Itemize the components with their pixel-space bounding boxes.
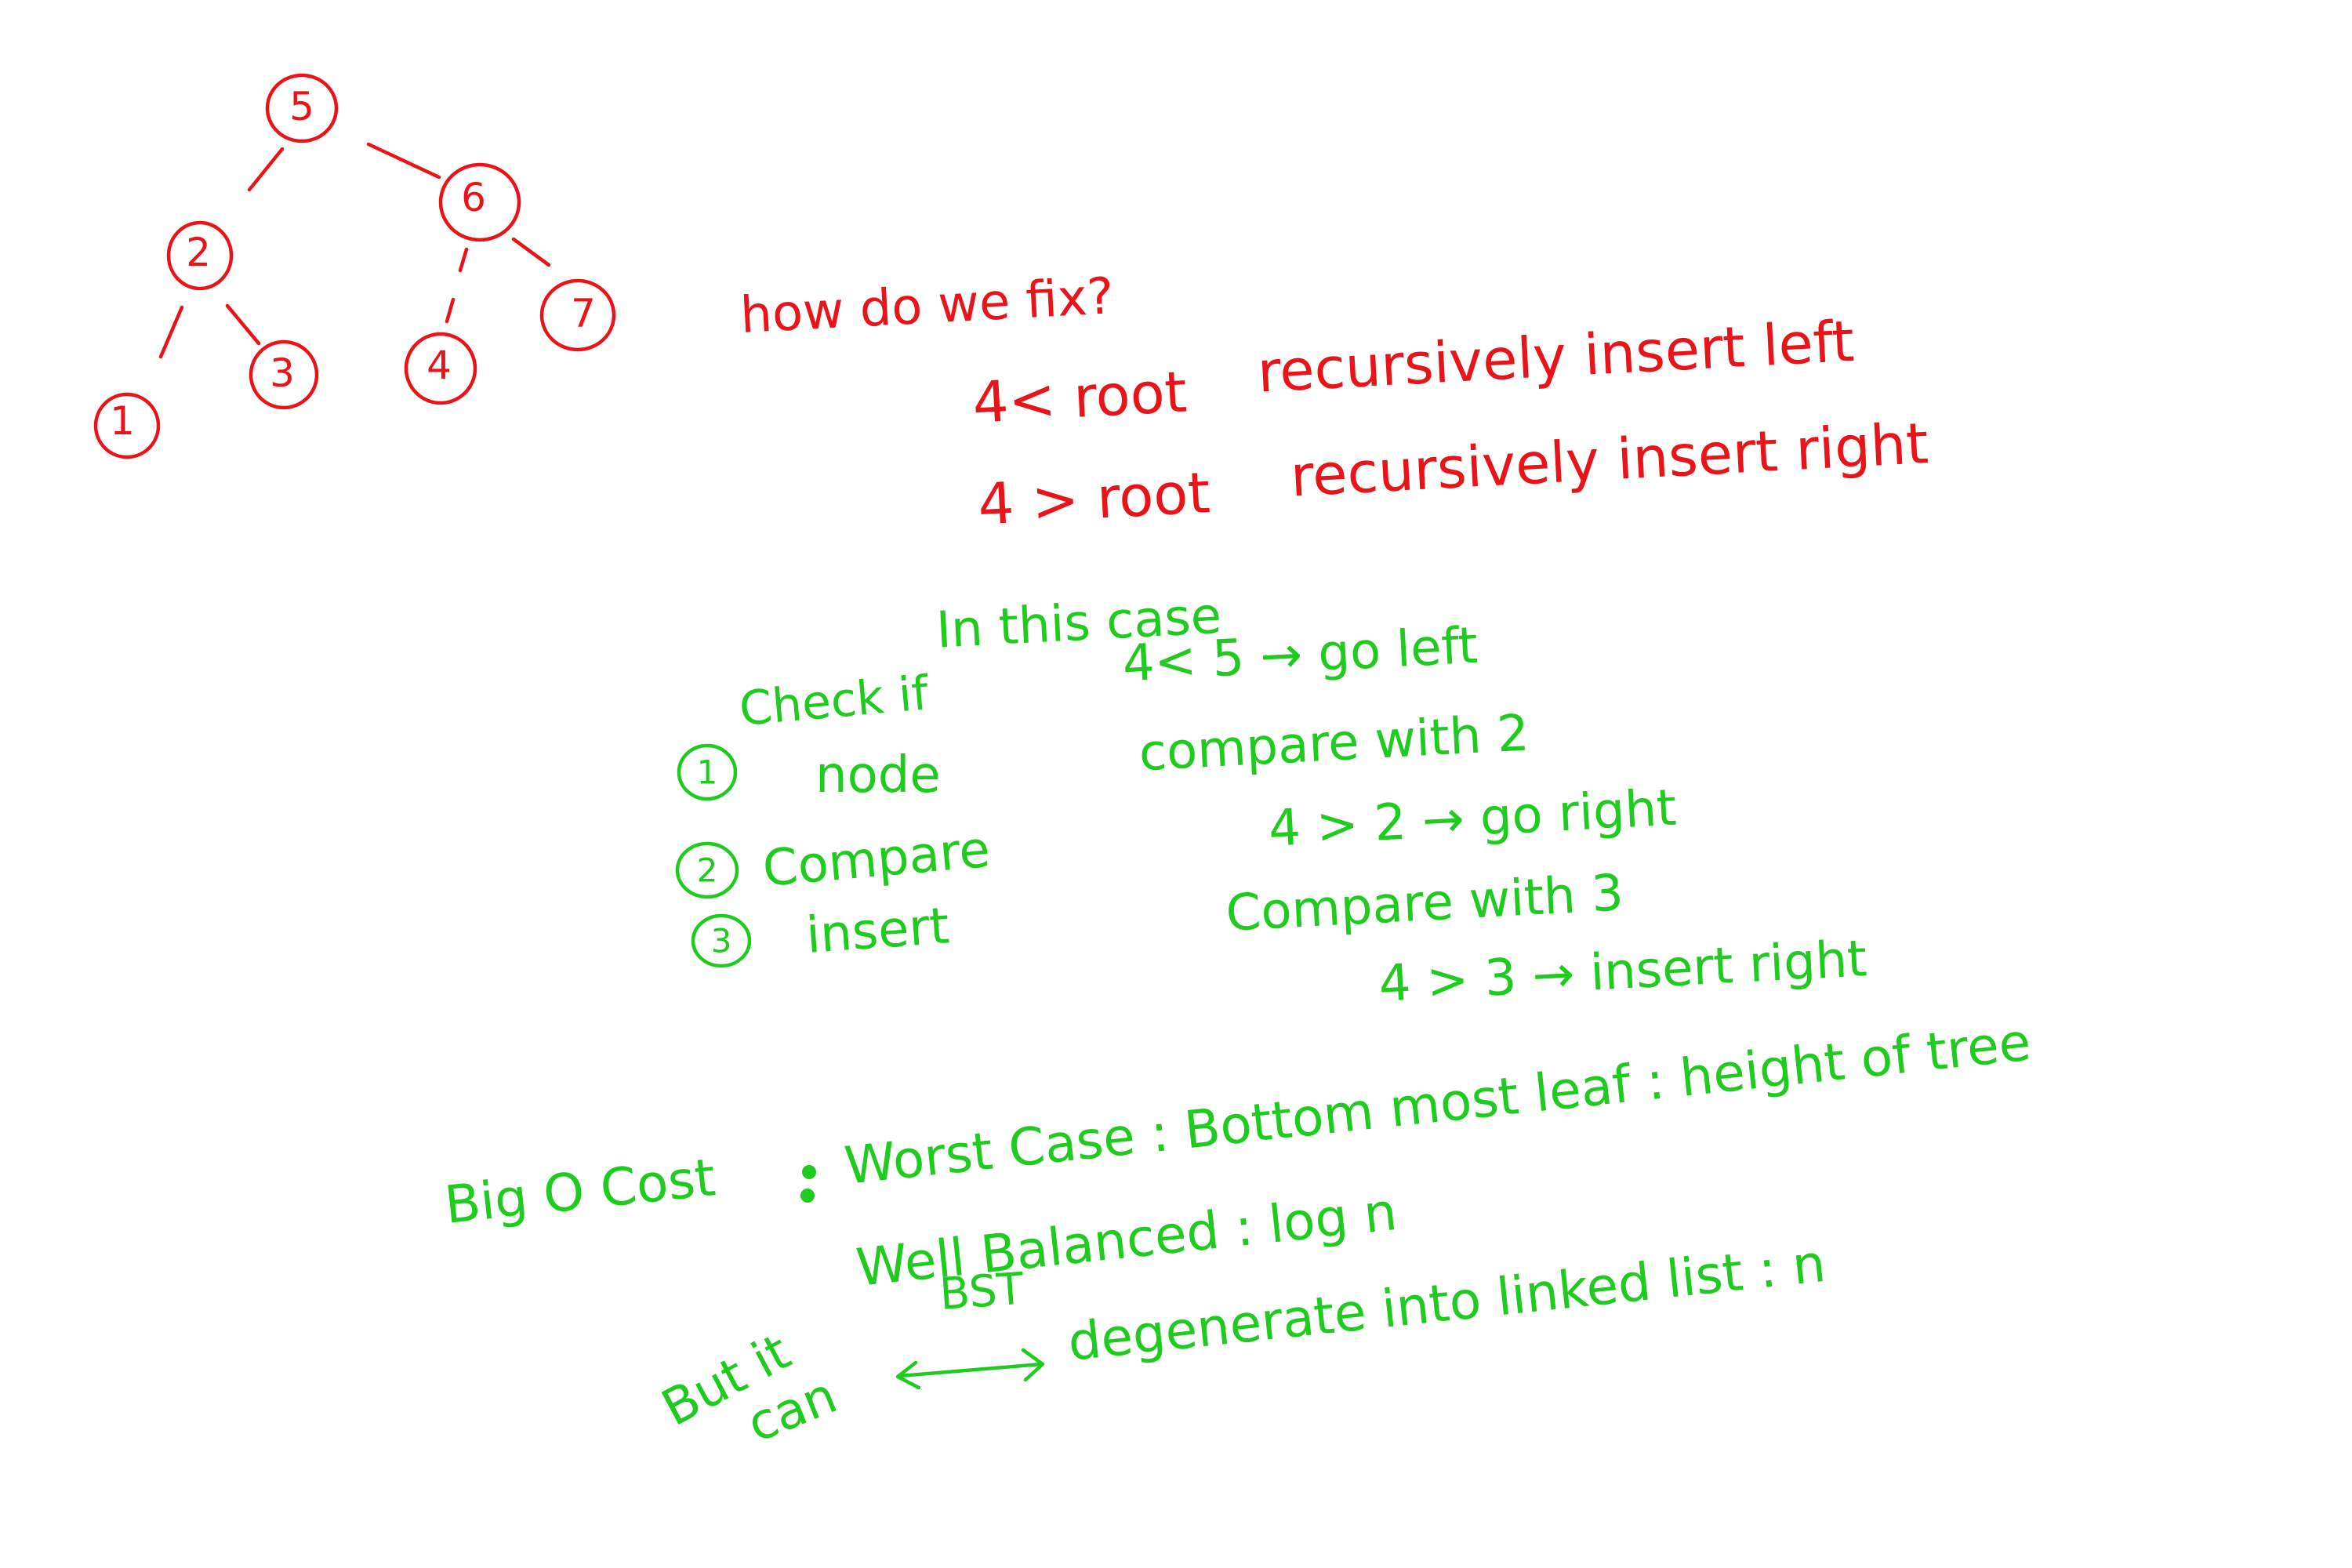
edge-2-3 [225, 303, 261, 346]
svg-text:6: 6 [461, 175, 486, 220]
svg-text:2: 2 [697, 851, 718, 890]
question-text: how do we fix? [739, 267, 1115, 345]
svg-text:7: 7 [571, 291, 596, 336]
well-balanced-text: Well Balanced : log n [854, 1181, 1400, 1298]
rule-left-action: recursively insert left [1256, 308, 1856, 405]
edge-6-4-dashed [445, 247, 469, 324]
tree-node-3: 3 [249, 339, 319, 410]
example-line-5: 4 > 3 → insert right [1377, 930, 1868, 1014]
example-walkthrough: In this case 4< 5 → go left compare with… [935, 587, 1868, 1014]
double-arrow [895, 1348, 1045, 1390]
tree-node-7: 7 [539, 278, 616, 352]
step-2: 2 Compare [675, 821, 993, 899]
tree-node-5: 5 [265, 73, 339, 143]
edge-6-7 [511, 237, 551, 267]
step-2-label: Compare [760, 821, 993, 898]
big-o-cost-notes: Big O Cost Worst Case : Bottom most leaf… [442, 1011, 2034, 1454]
rule-left-condition: 4< root [971, 358, 1188, 435]
rule-right-condition: 4 > root [976, 459, 1211, 537]
tree-node-4: 4 [404, 332, 477, 405]
rule-right-action: recursively insert right [1289, 410, 1930, 510]
svg-text:5: 5 [289, 84, 314, 129]
tree-node-2: 2 [166, 220, 234, 291]
binary-search-tree: 5 6 2 7 1 3 4 [93, 73, 616, 459]
edge-5-2 [247, 147, 285, 192]
edge-2-1 [158, 305, 184, 359]
bullet-dots [800, 1165, 816, 1203]
step-3-label: insert [804, 897, 951, 965]
worst-case-text: Worst Case : Bottom most leaf : height o… [842, 1011, 2034, 1196]
svg-text:2: 2 [186, 230, 211, 275]
svg-text:1: 1 [110, 398, 135, 444]
example-line-2: compare with 2 [1138, 704, 1530, 782]
svg-text:4: 4 [426, 343, 452, 388]
svg-text:3: 3 [711, 922, 732, 960]
bst-text: BST [938, 1264, 1025, 1320]
tree-node-6: 6 [438, 162, 521, 242]
step-1-label-line1: Check if [737, 666, 931, 737]
example-line-3: 4 > 2 → go right [1267, 779, 1678, 858]
step-3: 3 insert [691, 897, 951, 968]
insert-rules-notes: how do we fix? 4< root recursively inser… [739, 267, 1930, 537]
step-1-label-line2: node [815, 746, 941, 804]
insert-steps: 1 Check if node 2 Compare 3 insert [675, 666, 993, 968]
edge-5-6 [366, 142, 441, 180]
svg-text:1: 1 [697, 753, 718, 792]
tree-node-1: 1 [93, 392, 161, 459]
step-1: 1 Check if node [677, 666, 941, 804]
svg-text:3: 3 [270, 350, 295, 396]
big-o-title: Big O Cost [442, 1147, 718, 1236]
example-line-4: Compare with 3 [1225, 864, 1625, 942]
